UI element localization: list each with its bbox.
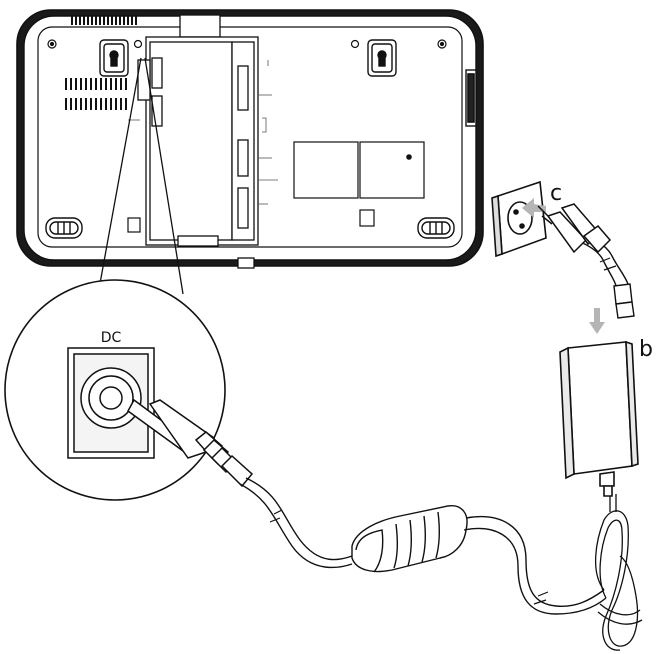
plug-label: c	[550, 181, 562, 206]
coiled-cable	[594, 494, 643, 651]
label-blocks	[127, 141, 425, 233]
dc-plug	[127, 398, 254, 488]
adapter-label: b	[639, 337, 653, 362]
keyhole-right	[367, 39, 397, 77]
arrow-left-icon	[522, 198, 546, 218]
center-module	[137, 14, 259, 269]
mains-plug	[537, 203, 612, 254]
dc-label: DC	[101, 330, 122, 346]
dc-cable	[239, 477, 353, 569]
adapter-input-plug	[613, 283, 635, 319]
device-rear-panel	[16, 9, 484, 269]
keyhole-left	[99, 39, 129, 77]
small-markings	[128, 60, 278, 205]
callout-pointer	[98, 57, 184, 295]
ferrite-bead	[351, 505, 468, 573]
rubber-feet	[45, 217, 455, 239]
arrow-down-icon	[589, 308, 605, 334]
wall-socket	[491, 180, 547, 258]
dc-callout: DC	[4, 279, 254, 501]
power-adapter	[559, 340, 639, 497]
dc-jack	[67, 347, 155, 459]
top-vent	[71, 15, 137, 25]
left-vent	[65, 78, 127, 110]
adapter-cable	[463, 516, 607, 615]
